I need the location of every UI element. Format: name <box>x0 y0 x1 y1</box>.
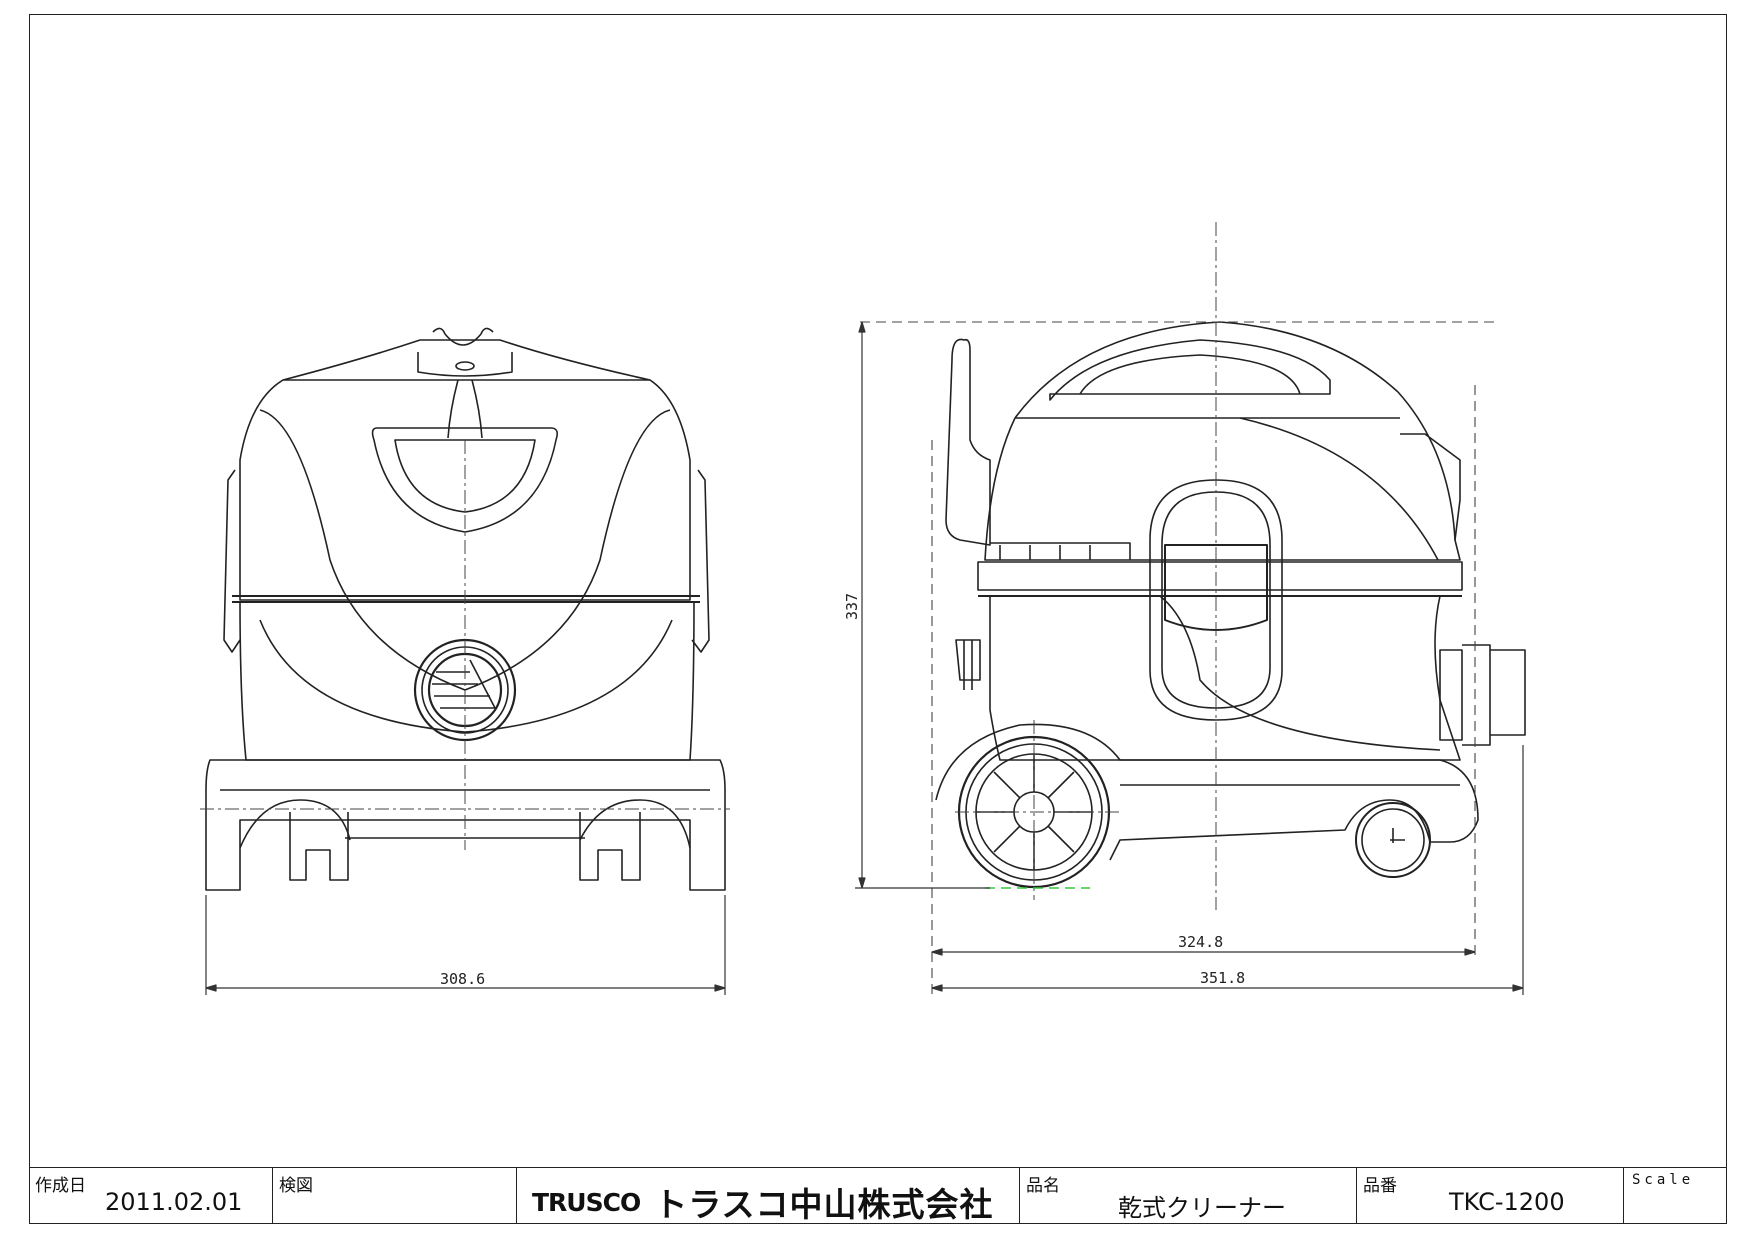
product-number-cell: 品番 TKC-1200 <box>1357 1168 1624 1224</box>
company-name: トラスコ中山株式会社 <box>654 1185 994 1224</box>
dimension-overall-width: 351.8 <box>1200 969 1245 987</box>
scale-cell: Scale <box>1624 1168 1727 1224</box>
created-date: 2011.02.01 <box>105 1188 243 1216</box>
title-block: 作成日 2011.02.01 検図 TRUSCO トラスコ中山株式会社 品名 乾… <box>29 1167 1727 1224</box>
checked-cell: 検図 <box>273 1168 517 1224</box>
product-number-label: 品番 <box>1363 1176 1397 1196</box>
product-number: TKC-1200 <box>1449 1188 1565 1216</box>
product-name-label: 品名 <box>1026 1176 1060 1196</box>
scale-label: Scale <box>1632 1172 1695 1188</box>
company-brand: TRUSCO <box>532 1187 641 1217</box>
dimension-height: 337 <box>843 593 861 620</box>
company-logo: TRUSCO トラスコ中山株式会社 <box>532 1178 994 1226</box>
company-cell: TRUSCO トラスコ中山株式会社 <box>517 1168 1020 1224</box>
checked-label: 検図 <box>279 1176 313 1196</box>
created-date-cell: 作成日 2011.02.01 <box>29 1168 273 1224</box>
created-label: 作成日 <box>35 1176 86 1196</box>
dimension-body-width: 324.8 <box>1178 933 1223 951</box>
product-name-cell: 品名 乾式クリーナー <box>1020 1168 1357 1224</box>
product-name: 乾式クリーナー <box>1118 1194 1286 1222</box>
drawing-frame <box>29 14 1727 1224</box>
dimension-front-width: 308.6 <box>440 970 485 988</box>
side-view <box>935 321 1526 889</box>
